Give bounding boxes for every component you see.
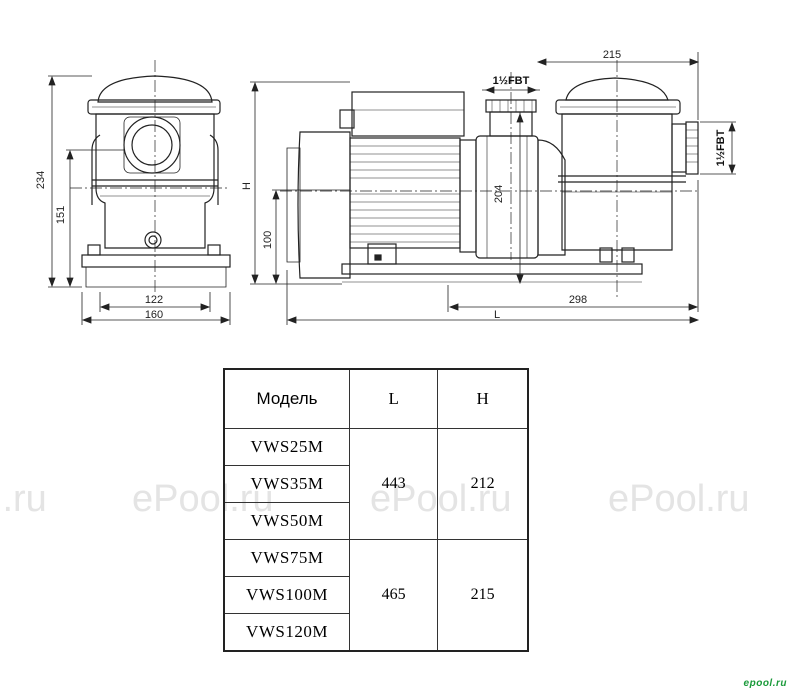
table-row: VWS50M — [223, 502, 528, 540]
length-cell: 443 — [348, 428, 439, 540]
model-dimensions-table: Модель L H VWS25M 443 212 VWS35M VWS50M … — [223, 368, 529, 652]
dim-overall-height: 234 — [35, 171, 47, 189]
pump-side-view — [280, 60, 700, 300]
port-label-top: 1½FBT — [493, 75, 530, 87]
model-cell: VWS50M — [223, 502, 350, 540]
dim-port-height: 151 — [55, 206, 67, 224]
dim-port-axis: 204 — [493, 185, 505, 203]
watermark: ePool.ru — [608, 478, 750, 520]
table-row: VWS75M 465 215 — [223, 539, 529, 652]
model-cell: VWS120M — [223, 613, 350, 652]
height-cell: 212 — [437, 428, 529, 540]
header-l: L — [348, 368, 439, 429]
dim-base-width: 160 — [145, 309, 163, 321]
table-row: VWS100M — [223, 576, 528, 614]
watermark: l.ru — [0, 478, 47, 520]
pump-technical-drawing: 234 151 122 160 H 100 204 298 L 215 1½FB… — [35, 49, 736, 325]
port-label-side: 1½FBT — [715, 129, 727, 166]
dim-axis-height: 100 — [262, 231, 274, 249]
header-model: Модель — [223, 368, 350, 429]
dim-base-inner-width: 122 — [145, 294, 163, 306]
height-cell: 215 — [437, 539, 529, 652]
header-h: H — [437, 368, 529, 429]
table-row: VWS120M — [223, 613, 528, 652]
table-row: VWS35M — [223, 465, 528, 503]
model-cell: VWS35M — [223, 465, 350, 503]
table-header-row: Модель L H — [223, 368, 529, 429]
dim-length-298: 298 — [569, 294, 587, 306]
length-cell: 465 — [348, 539, 439, 652]
dim-top-215: 215 — [603, 49, 621, 61]
dim-height-var: H — [241, 182, 253, 190]
side-dimension-lines — [250, 52, 736, 325]
dim-length-var: L — [494, 309, 500, 321]
brand-logo-text: epool.ru — [743, 678, 787, 689]
table-row: VWS25M 443 212 — [223, 428, 529, 540]
model-cell: VWS75M — [223, 539, 350, 577]
pump-front-view — [70, 60, 231, 295]
model-cell: VWS25M — [223, 428, 350, 466]
front-dimension-lines — [48, 75, 231, 325]
model-cell: VWS100M — [223, 576, 350, 614]
